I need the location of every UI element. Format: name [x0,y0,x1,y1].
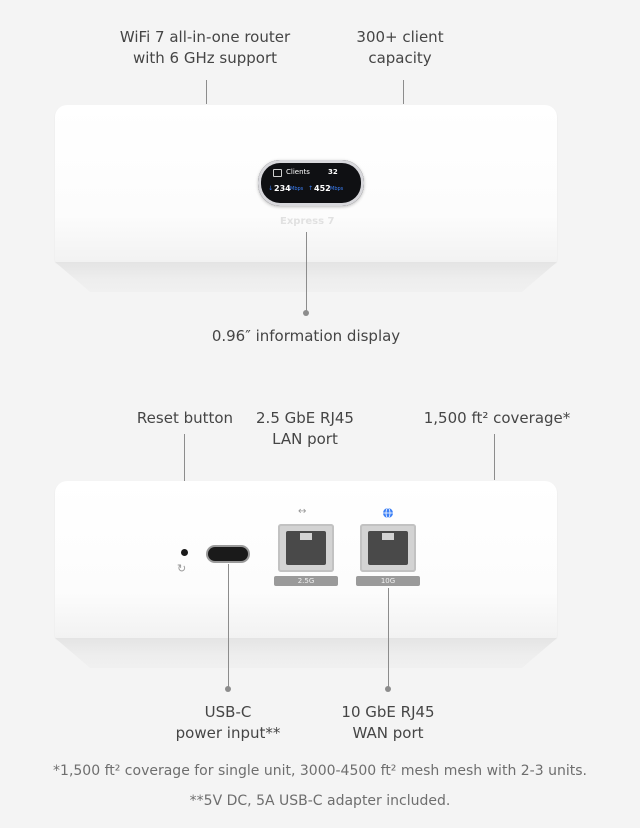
down-arrow-icon: ↓ [268,185,274,192]
lan-port[interactable] [278,524,334,572]
globe-icon [383,507,393,519]
leader-usbc [228,564,230,689]
leader-coverage [494,434,496,480]
display-down-value: 234 [274,184,291,193]
usb-c-port[interactable] [208,547,248,561]
leader-display [306,232,308,314]
label-wan: 10 GbE RJ45 WAN port [341,703,435,742]
wan-port[interactable] [360,524,416,572]
label-capacity: 300+ client capacity [356,28,444,67]
leader-wan-dot [385,686,391,692]
label-reset: Reset button [136,409,234,427]
leader-router [206,80,208,104]
footnote-coverage: *1,500 ft² coverage for single unit, 300… [53,763,587,779]
leader-display-dot [303,310,309,316]
display-count: 32 [328,168,338,176]
label-router: WiFi 7 all-in-one router with 6 GHz supp… [119,28,291,67]
display-up-value: 452 [314,184,331,193]
clients-icon [273,169,282,177]
wan-port-tag: 10G [356,576,420,586]
leader-capacity [403,80,405,104]
lan-arrows-icon: ↔ [298,506,307,517]
lan-port-tag: 2.5G [274,576,338,586]
footnote-adapter: **5V DC, 5A USB-C adapter included. [189,793,451,809]
display-up-unit: Mbps [330,186,344,192]
label-coverage: 1,500 ft² coverage* [423,409,571,427]
label-lan: 2.5 GbE RJ45 LAN port [256,409,354,448]
reset-icon: ↻ [177,562,187,575]
up-arrow-icon: ↑ [308,185,314,192]
leader-usbc-dot [225,686,231,692]
information-display: Clients 32 ↓ 234 Mbps ↑ 452 Mbps [258,160,364,206]
router-back-base [55,638,557,668]
label-display: 0.96″ information display [211,327,401,345]
display-title: Clients [286,168,310,176]
display-down-unit: Mbps [290,186,304,192]
label-usbc: USB-C power input** [175,703,281,742]
reset-button[interactable] [181,549,188,556]
leader-wan [388,588,390,689]
brand-label: Express 7 [280,216,335,227]
